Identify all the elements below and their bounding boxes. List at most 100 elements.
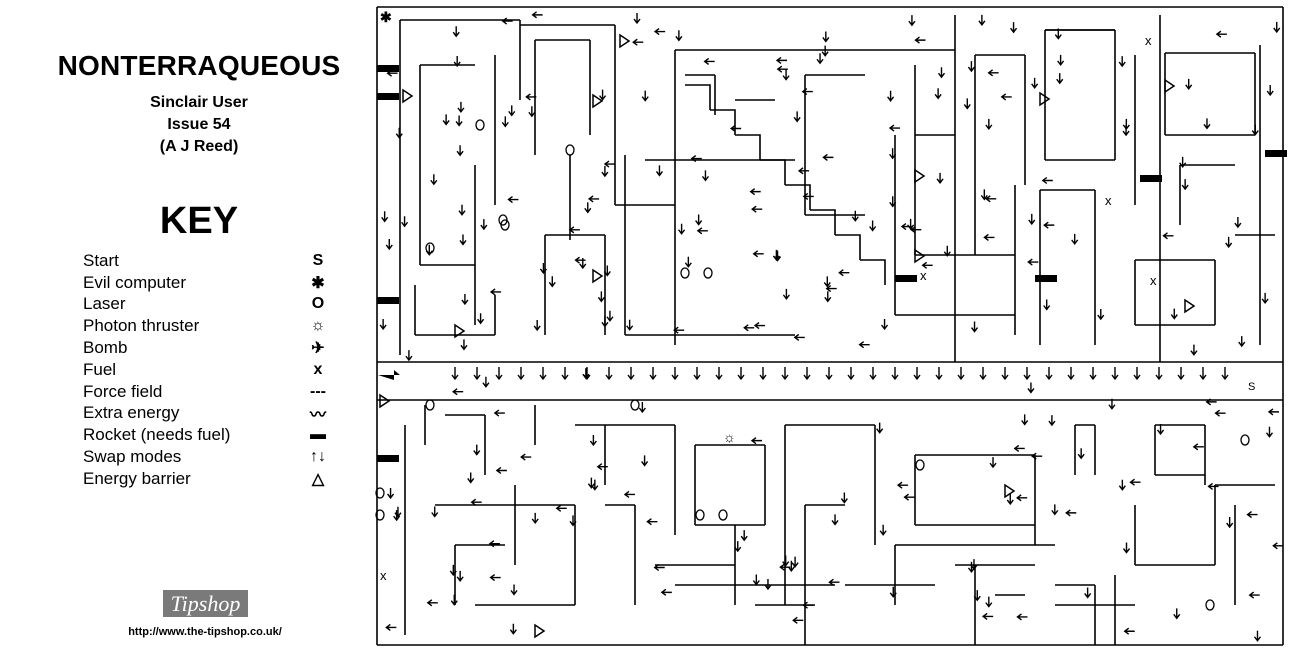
down-arrow-icon <box>641 455 649 467</box>
left-arrow-icon <box>752 250 764 258</box>
down-arrow-icon <box>1031 77 1039 90</box>
down-arrow-icon <box>381 211 389 223</box>
left-arrow-icon <box>914 36 926 44</box>
down-arrow-icon <box>1009 22 1018 34</box>
left-arrow-icon <box>1215 30 1227 38</box>
down-arrow-icon <box>1225 236 1233 249</box>
down-arrow-icon <box>734 541 742 553</box>
photon-thruster-icon: ☼ <box>723 429 736 445</box>
down-arrow-icon <box>752 574 760 586</box>
left-arrow-icon <box>653 563 665 572</box>
start-icon: S <box>1248 381 1255 393</box>
down-arrow-icon <box>606 310 614 322</box>
down-arrow-icon <box>701 170 710 182</box>
left-arrow-icon <box>1214 409 1226 417</box>
down-arrow-icon <box>395 127 403 139</box>
down-arrow-icon <box>655 165 664 177</box>
legend-item: Energy barrier△ <box>83 468 333 490</box>
down-arrow-icon <box>589 434 597 447</box>
down-arrow-icon <box>1118 56 1126 68</box>
down-arrow-icon <box>1170 308 1178 320</box>
down-arrow-icon <box>601 316 609 328</box>
down-arrow-icon <box>1185 78 1193 91</box>
down-arrow-icon <box>449 564 457 577</box>
down-arrow-icon <box>467 472 475 484</box>
down-arrow-icon <box>869 367 877 381</box>
down-arrow-icon <box>482 376 490 388</box>
down-arrow-icon <box>793 111 801 123</box>
down-arrow-icon <box>970 321 979 333</box>
down-arrow-icon <box>458 204 466 216</box>
down-arrow-icon <box>973 590 981 602</box>
down-arrow-icon <box>459 234 467 246</box>
laser-icon <box>1240 434 1250 446</box>
down-arrow-icon <box>967 61 975 73</box>
down-arrow-icon <box>957 367 965 381</box>
down-arrow-icon <box>935 367 943 381</box>
down-arrow-icon <box>638 402 646 414</box>
magazine-name: Sinclair User <box>150 94 248 111</box>
down-arrow-icon <box>1048 415 1056 427</box>
evil-computer-icon: ✱ <box>311 274 325 292</box>
down-arrow-icon <box>1177 367 1185 381</box>
down-arrow-icon <box>907 218 915 231</box>
left-arrow-icon <box>1031 452 1043 460</box>
energy-barrier-icon <box>1184 298 1196 314</box>
rocket-icon <box>1140 175 1162 182</box>
legend-label: Photon thruster <box>83 316 200 336</box>
down-arrow-icon <box>509 623 517 635</box>
left-arrow-icon <box>568 226 580 234</box>
left-arrow-icon <box>1016 613 1028 621</box>
left-arrow-icon <box>488 540 500 548</box>
down-arrow-icon <box>561 367 569 381</box>
left-arrow-icon <box>426 599 438 607</box>
down-arrow-icon <box>533 319 541 332</box>
energy-barrier-icon <box>1164 78 1176 94</box>
down-arrow-icon <box>782 288 790 301</box>
down-arrow-icon <box>452 26 460 38</box>
left-arrow-icon <box>793 333 805 341</box>
down-arrow-icon <box>989 457 997 469</box>
down-arrow-icon <box>1122 542 1131 554</box>
legend-label: Swap modes <box>83 447 182 467</box>
laser-icon <box>425 399 435 411</box>
left-arrow-icon <box>495 466 507 475</box>
maze-wall <box>860 259 886 285</box>
down-arrow-icon <box>1173 608 1181 620</box>
down-arrow-icon <box>430 174 438 186</box>
rocket-icon <box>377 455 399 462</box>
left-arrow-icon <box>690 154 702 163</box>
energy-barrier-icon <box>1004 483 1016 499</box>
down-arrow-icon <box>693 367 701 381</box>
left-arrow-icon <box>750 437 762 445</box>
left-arrow-icon <box>753 321 766 330</box>
down-arrow-icon <box>401 216 409 228</box>
down-arrow-icon <box>781 367 789 381</box>
down-arrow-icon <box>528 106 536 118</box>
down-arrow-icon <box>442 114 450 126</box>
laser-icon <box>630 399 640 411</box>
key-heading: KEY <box>159 200 239 242</box>
left-arrow-icon <box>802 601 814 609</box>
down-arrow-icon <box>869 220 877 232</box>
energy-barrier-icon <box>619 33 631 49</box>
down-arrow-icon <box>1001 367 1009 381</box>
left-arrow-icon <box>825 285 837 293</box>
extra-energy-icon: 〰 <box>309 407 326 425</box>
down-arrow-icon <box>791 556 799 568</box>
down-arrow-icon <box>887 90 895 102</box>
left-arrow-icon <box>1205 398 1217 406</box>
legend-label: Force field <box>83 381 163 401</box>
down-arrow-icon <box>1238 336 1246 348</box>
down-arrow-icon <box>539 367 547 381</box>
left-arrow-icon <box>776 65 788 73</box>
website-url[interactable]: http://www.the-tipshop.co.uk/ <box>128 626 282 638</box>
left-arrow-icon <box>653 27 666 36</box>
left-arrow-icon <box>779 563 791 571</box>
left-arrow-icon <box>632 38 644 46</box>
left-arrow-icon <box>749 188 761 196</box>
bomb-icon: ✈ <box>311 340 325 358</box>
down-arrow-icon <box>1179 156 1187 168</box>
left-arrow-icon <box>1192 443 1204 451</box>
